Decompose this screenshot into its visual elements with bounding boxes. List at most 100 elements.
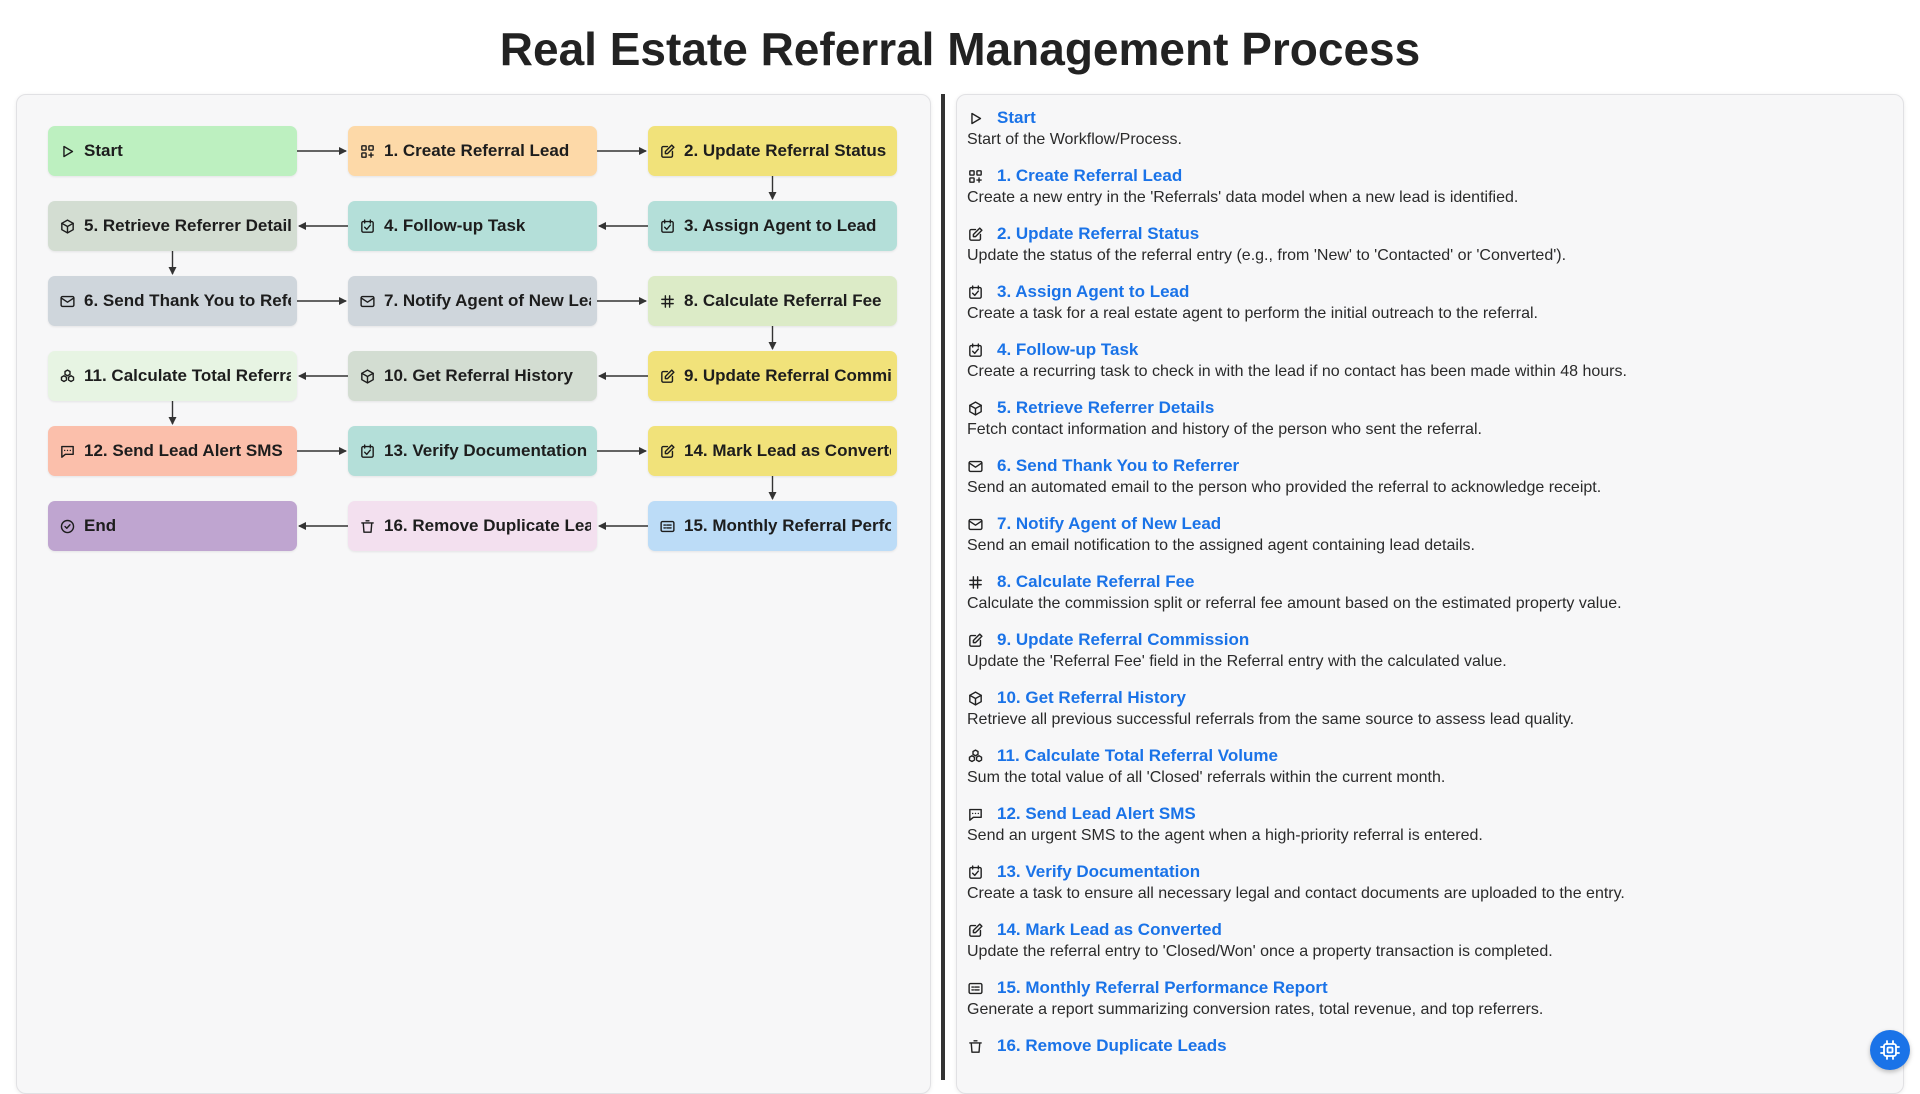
panel-divider[interactable]: [941, 94, 945, 1080]
flowchart-panel: Start 1. Create Referral Lead 2. Update Re…: [16, 94, 931, 1094]
step-description: Send an automated email to the person wh…: [967, 479, 1602, 496]
cube-icon: [361, 368, 374, 384]
flow-node-label: 1. Create Referral Lead: [384, 141, 570, 160]
flow-node-label: 5. Retrieve Referrer Details: [84, 216, 291, 235]
step-title-link[interactable]: Start: [997, 108, 1036, 127]
report-icon: [659, 518, 676, 535]
edit-icon: [969, 632, 983, 647]
step-header: 3. Assign Agent to Lead: [967, 281, 1887, 303]
flow-node-label: 11. Calculate Total Referral Volume: [84, 366, 291, 385]
step-title-link[interactable]: 13. Verify Documentation: [997, 862, 1201, 881]
step-title-link[interactable]: 2. Update Referral Status: [997, 224, 1200, 243]
flow-node-1-create-referral-lead[interactable]: 1. Create Referral Lead: [348, 126, 597, 176]
step-description: Update the referral entry to 'Closed/Won…: [967, 943, 1553, 960]
step-title-link[interactable]: 10. Get Referral History: [997, 688, 1186, 707]
step-title-link[interactable]: 8. Calculate Referral Fee: [997, 572, 1195, 591]
flow-node-label: End: [84, 516, 117, 535]
flow-node-11-calculate-total-referral-volume[interactable]: 11. Calculate Total Referral Volume: [48, 351, 297, 401]
trash-icon: [359, 518, 376, 535]
flow-node-12-send-lead-alert-sms[interactable]: 12. Send Lead Alert SMS: [48, 426, 297, 476]
flow-node-3-assign-agent-to-lead[interactable]: 3. Assign Agent to Lead: [648, 201, 897, 251]
step-title-link[interactable]: 12. Send Lead Alert SMS: [997, 804, 1196, 823]
step-header: 9. Update Referral Commission: [967, 629, 1887, 651]
step-title-link[interactable]: 16. Remove Duplicate Leads: [997, 1036, 1227, 1055]
mail-icon: [967, 458, 984, 475]
task-icon: [969, 342, 982, 357]
mail-icon: [59, 293, 76, 310]
chat-icon: [967, 806, 984, 823]
flow-node-2-update-referral-status[interactable]: 2. Update Referral Status: [648, 126, 897, 176]
flow-node-start[interactable]: Start: [48, 126, 297, 176]
edit-icon: [967, 226, 984, 243]
step-title-link[interactable]: 14. Mark Lead as Converted: [997, 920, 1222, 939]
step-title-link[interactable]: 7. Notify Agent of New Lead: [997, 514, 1222, 533]
step-title-link[interactable]: 9. Update Referral Commission: [997, 630, 1250, 649]
task-icon: [967, 864, 984, 881]
step-header: 12. Send Lead Alert SMS: [967, 803, 1887, 825]
flow-node-label: 3. Assign Agent to Lead: [684, 216, 877, 235]
step-description: Create a recurring task to check in with…: [967, 363, 1627, 380]
task-icon: [359, 443, 376, 460]
step-title-link[interactable]: 11. Calculate Total Referral Volume: [997, 746, 1278, 765]
step-header: 13. Verify Documentation: [967, 861, 1887, 883]
step-description: Create a new entry in the 'Referrals' da…: [967, 189, 1519, 206]
task-icon: [967, 284, 984, 301]
step-description: Generate a report summarizing conversion…: [967, 1001, 1544, 1018]
flow-node-end[interactable]: End: [48, 501, 297, 551]
step-title-link[interactable]: 4. Follow-up Task: [997, 340, 1139, 359]
cube-icon: [967, 690, 984, 707]
step-header: 6. Send Thank You to Referrer: [967, 455, 1887, 477]
step-header: 14. Mark Lead as Converted: [967, 919, 1887, 941]
mail-icon: [968, 518, 983, 530]
flow-node-10-get-referral-history[interactable]: 10. Get Referral History: [348, 351, 597, 401]
chip-icon: [1880, 1040, 1900, 1060]
flow-node-label: 14. Mark Lead as Converted: [684, 441, 891, 460]
flow-node-14-mark-lead-as-converted[interactable]: 14. Mark Lead as Converted: [648, 426, 897, 476]
flow-node-9-update-referral-commission[interactable]: 9. Update Referral Commission: [648, 351, 897, 401]
step-description: Calculate the commission split or referr…: [967, 595, 1622, 612]
task-icon: [969, 864, 982, 879]
flow-node-label: 8. Calculate Referral Fee: [684, 291, 882, 310]
flow-node-label: 7. Notify Agent of New Lead: [384, 291, 591, 310]
flow-node-4-follow-up-task[interactable]: 4. Follow-up Task: [348, 201, 597, 251]
flow-node-label: 16. Remove Duplicate Leads: [384, 516, 591, 535]
hash-icon: [661, 294, 674, 308]
flow-node-13-verify-documentation[interactable]: 13. Verify Documentation: [348, 426, 597, 476]
edit-icon: [967, 632, 984, 649]
step-description: Create a task to ensure all necessary le…: [967, 885, 1625, 902]
step-title-link[interactable]: 6. Send Thank You to Referrer: [997, 456, 1240, 475]
assistant-button[interactable]: [1870, 1030, 1910, 1070]
mail-icon: [60, 295, 75, 307]
check-circle-icon: [60, 519, 75, 533]
trash-icon: [969, 1039, 982, 1053]
flow-node-label: 4. Follow-up Task: [384, 216, 526, 235]
step-header: 1. Create Referral Lead: [967, 165, 1887, 187]
flow-node-6-send-thank-you-to-referrer[interactable]: 6. Send Thank You to Referrer: [48, 276, 297, 326]
report-icon: [660, 520, 675, 532]
step-header: 2. Update Referral Status: [967, 223, 1887, 245]
step-title-link[interactable]: 15. Monthly Referral Performance Report: [997, 978, 1328, 997]
cluster-icon: [59, 368, 76, 385]
step-title-link[interactable]: 3. Assign Agent to Lead: [997, 282, 1190, 301]
step-header: 15. Monthly Referral Performance Report: [967, 977, 1887, 999]
step-title-link[interactable]: 1. Create Referral Lead: [997, 166, 1183, 185]
flow-node-16-remove-duplicate-leads[interactable]: 16. Remove Duplicate Leads: [348, 501, 597, 551]
mail-icon: [967, 516, 984, 533]
cube-icon: [359, 368, 376, 385]
flow-node-label: 6. Send Thank You to Referrer: [84, 291, 291, 310]
flow-node-8-calculate-referral-fee[interactable]: 8. Calculate Referral Fee: [648, 276, 897, 326]
task-icon: [359, 218, 376, 235]
flow-node-7-notify-agent-of-new-lead[interactable]: 7. Notify Agent of New Lead: [348, 276, 597, 326]
step-title-link[interactable]: 5. Retrieve Referrer Details: [997, 398, 1215, 417]
flow-node-5-retrieve-referrer-details[interactable]: 5. Retrieve Referrer Details: [48, 201, 297, 251]
flow-node-15-monthly-referral-performance-report[interactable]: 15. Monthly Referral Performance Report: [648, 501, 897, 551]
step-header: 5. Retrieve Referrer Details: [967, 397, 1887, 419]
step-description: Send an urgent SMS to the agent when a h…: [967, 827, 1483, 844]
play-icon: [59, 143, 76, 160]
